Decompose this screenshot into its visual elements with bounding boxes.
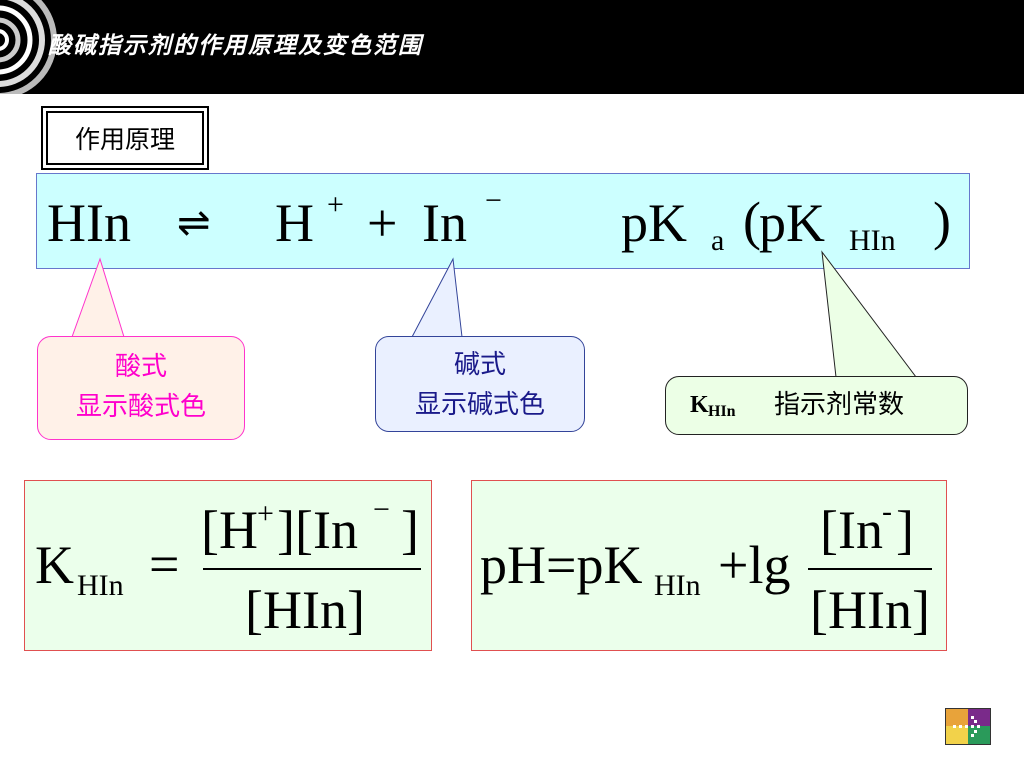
ph-pk-subscript: HIn [654, 569, 701, 602]
equilibrium-equation-box: HIn ⇌ H + + In − pK a ( pK HIn ) [36, 173, 970, 269]
base-color-label: 显示碱式色 [414, 390, 545, 420]
numerator-close-bracket: ] [401, 500, 419, 560]
k-subscript: HIn [77, 569, 124, 602]
ph-plus-lg: +lg [718, 535, 791, 595]
pka-symbol: pK [621, 193, 687, 253]
pka-subscript: a [711, 224, 725, 257]
ph-numerator-in: [In [820, 500, 883, 560]
ph-lhs: pH=pK [480, 535, 643, 595]
plus-sign: + [367, 193, 398, 253]
pkhin-symbol: pK [759, 193, 825, 253]
ph-formula-box: pH=pK HIn +lg [In - ] [HIn] [471, 480, 947, 651]
acid-form-label: 酸式 [114, 352, 167, 382]
slide-header [0, 0, 1024, 94]
ph-fraction-bar [808, 568, 932, 570]
numerator-h: [H [201, 500, 258, 560]
ph-numerator-close: ] [896, 500, 914, 560]
base-callout-pointer [411, 257, 463, 338]
section-label: 作用原理 [46, 111, 204, 165]
equals-sign: = [149, 534, 180, 594]
constant-k-symbol: K [690, 392, 709, 418]
acid-color-label: 显示酸式色 [75, 392, 206, 422]
fraction-bar [203, 568, 421, 570]
denominator-hin: [HIn] [245, 580, 365, 640]
ph-numerator-charge: - [882, 495, 892, 528]
k-hin-formula-box: K HIn = [H + ][In − ] [HIn] [24, 480, 432, 651]
paren-close: ) [933, 191, 951, 251]
arrow-right-icon[interactable] [945, 708, 991, 745]
anion-charge: − [485, 184, 502, 217]
anion-in: In [422, 193, 467, 253]
acid-form-callout: 酸式 显示酸式色 [37, 336, 245, 440]
acid-callout-pointer [71, 257, 125, 338]
base-form-callout: 碱式 显示碱式色 [375, 336, 585, 432]
ph-denominator-hin: [HIn] [810, 580, 930, 640]
reactant-hin: HIn [47, 193, 131, 253]
pkhin-subscript: HIn [849, 224, 896, 257]
numerator-in: ][In [277, 500, 358, 560]
numerator-in-charge: − [373, 493, 390, 526]
slide-title: 酸碱指示剂的作用原理及变色范围 [48, 33, 423, 59]
concentric-rings-icon [0, 0, 57, 94]
base-form-label: 碱式 [453, 350, 506, 380]
cation-charge: + [327, 188, 344, 221]
numerator-h-charge: + [257, 497, 274, 530]
constant-label: 指示剂常数 [774, 390, 905, 420]
cation-h: H [275, 193, 314, 253]
indicator-constant-callout: K HIn 指示剂常数 [665, 376, 968, 435]
equilibrium-arrow-icon: ⇌ [177, 200, 211, 246]
section-label-box: 作用原理 [41, 106, 209, 170]
constant-callout-pointer [821, 250, 918, 378]
constant-k-subscript: HIn [708, 403, 736, 420]
paren-open: ( [743, 191, 761, 251]
k-symbol: K [35, 535, 74, 595]
